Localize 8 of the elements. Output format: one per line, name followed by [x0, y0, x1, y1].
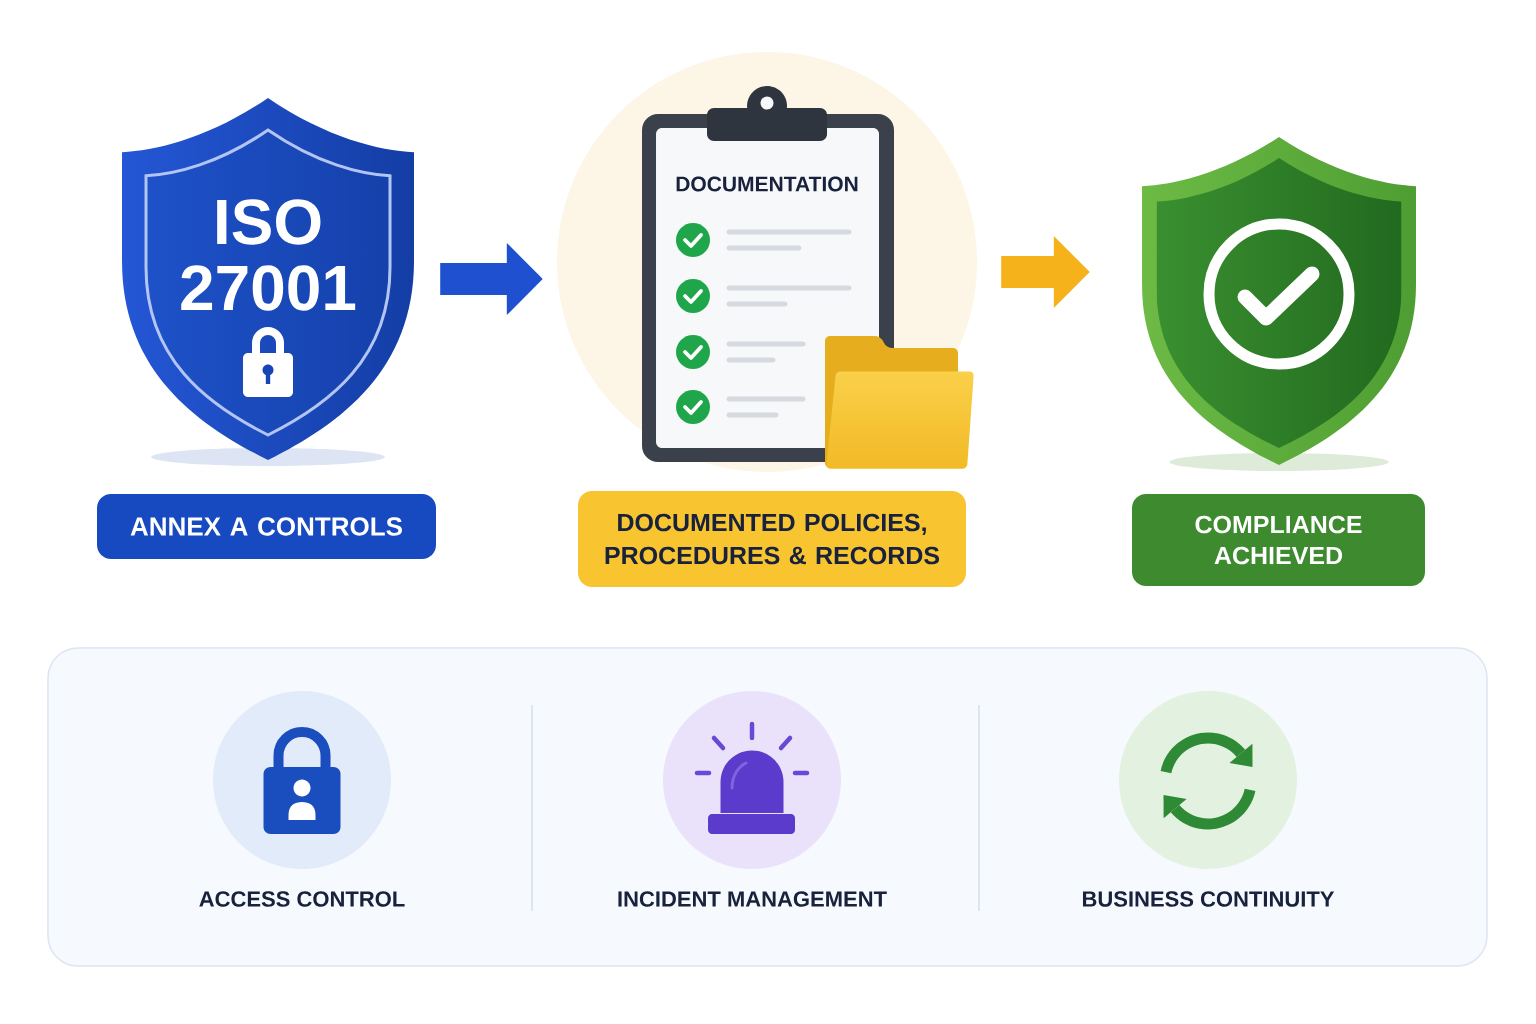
node-label: BUSINESS CONTINUITY [1082, 891, 1335, 907]
node-label: ACCESS CONTROL [199, 891, 405, 907]
shield: ISO 27001 [122, 98, 414, 466]
node-label: INCIDENT MANAGEMENT [618, 891, 887, 907]
label-box: ANNEX A CONTROLS [97, 494, 436, 559]
label-box: DOCUMENTED POLICIES, PROCEDURES & RECORDS [578, 491, 966, 587]
shield [1142, 137, 1416, 471]
label-box: COMPLIANCE ACHIEVED [1132, 494, 1425, 586]
